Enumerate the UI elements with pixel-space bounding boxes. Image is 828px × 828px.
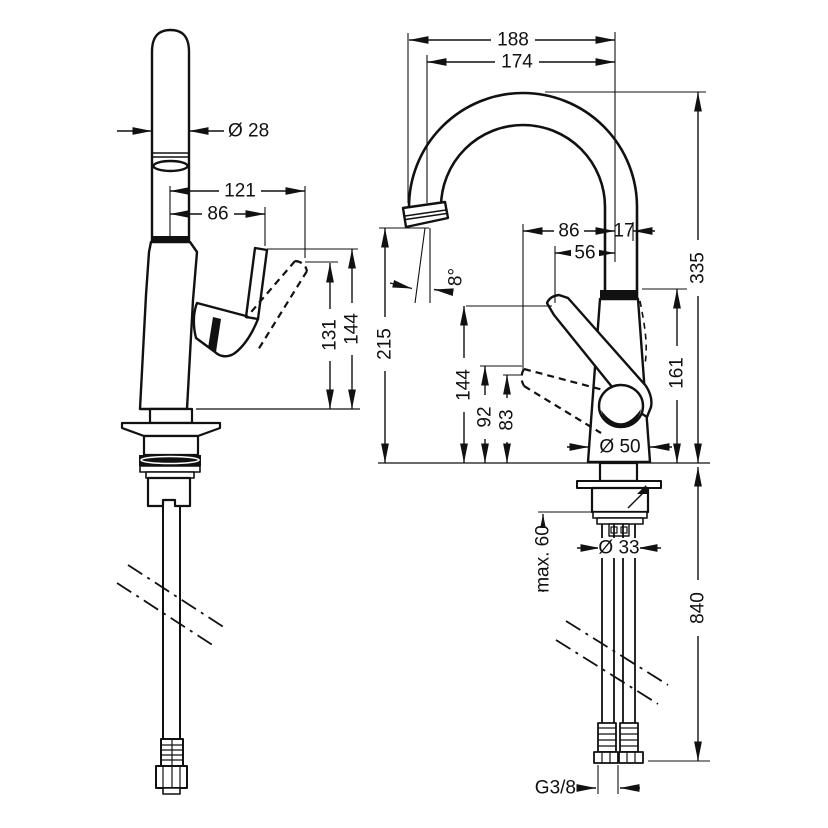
dim-label-connection-thread: G3/8 — [535, 778, 576, 799]
side-escutcheon — [120, 421, 222, 438]
dim-label-handle-reach-open: 121 — [224, 181, 256, 202]
dim-label-handle-height-open: 131 — [320, 319, 341, 351]
side-hose-connector — [155, 738, 188, 795]
dim-label-body-height: 161 — [667, 357, 688, 389]
dim-label-handle-height-open: 83 — [497, 409, 518, 430]
dim-label-spout-outlet-height: 215 — [375, 328, 396, 360]
dim-label-handle-height-open-upper: 92 — [475, 406, 496, 427]
front-supply-hoses — [601, 524, 636, 723]
side-joint-band — [152, 236, 189, 242]
side-seal-ring — [139, 455, 201, 466]
dim-label-spout-tube-offset: 17 — [613, 221, 634, 242]
front-hose-connectors — [593, 722, 644, 764]
dim-label-spout-reach-total: 188 — [497, 30, 529, 51]
dim-label-front-handle-height: 144 — [454, 369, 475, 401]
dim-label-hose-length: 840 — [688, 592, 709, 624]
dim-label-handle-reach: 86 — [207, 204, 228, 225]
side-mount-block — [142, 434, 200, 457]
side-aerator-ring — [152, 159, 189, 173]
side-handle-open — [245, 259, 309, 351]
side-mount-nut — [146, 476, 192, 508]
front-joint-band — [600, 290, 638, 298]
side-shank — [148, 407, 194, 425]
dim-label-max-mounting-thickness: max. 60 — [533, 525, 554, 593]
side-dimensions: Ø 28 121 86 131 144 — [117, 121, 363, 409]
dim-label-spout-diameter: Ø 28 — [228, 121, 269, 142]
dim-label-base-diameter: Ø 50 — [599, 437, 640, 458]
front-handle-ball — [597, 383, 645, 429]
side-handle-closed — [244, 246, 269, 321]
front-mount-clamp — [608, 523, 630, 537]
dim-label-handle-offset-open: 86 — [558, 221, 579, 242]
front-handle-ball-shadow — [601, 409, 641, 428]
dim-label-shank-diameter: Ø 33 — [598, 538, 639, 559]
side-body — [138, 240, 199, 411]
side-view: Ø 28 121 86 131 144 — [116, 28, 363, 795]
side-handle-pivot — [208, 317, 221, 352]
dim-label-handle-height: 144 — [342, 313, 363, 345]
front-spout-outlet — [401, 200, 450, 229]
front-shank — [598, 461, 639, 483]
front-hidden-edge — [639, 300, 647, 365]
front-spout-arc — [407, 91, 639, 208]
side-supply-hose — [162, 506, 181, 739]
dim-label-spout-reach: 174 — [501, 52, 533, 73]
front-dimensions: 188 174 335 86 17 56 215 — [375, 30, 710, 799]
dim-label-handle-offset: 56 — [574, 243, 595, 264]
dim-label-total-height: 335 — [688, 252, 709, 284]
dim-label-spout-angle: 8° — [446, 268, 467, 286]
front-break-lines — [555, 620, 669, 705]
front-view: 188 174 335 86 17 56 215 — [375, 30, 710, 799]
side-break-lines — [116, 564, 226, 647]
